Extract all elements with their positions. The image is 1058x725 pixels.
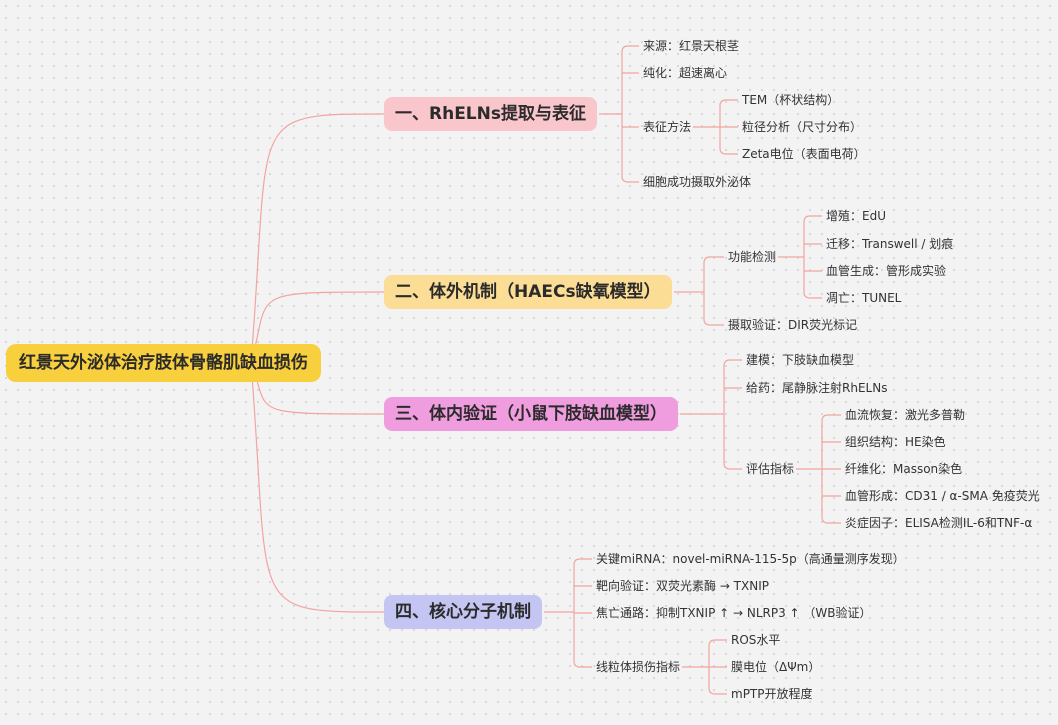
leaf-administration[interactable]: 给药：尾静脉注射RhELNs: [746, 381, 888, 395]
b2-func-tick-0: [803, 215, 822, 223]
leaf-function-assays[interactable]: 功能检测: [728, 250, 777, 264]
leaf-purification[interactable]: 纯化：超速离心: [643, 66, 728, 80]
b4-tick-3: [573, 660, 592, 668]
leaf-mitochondrial-damage[interactable]: 线粒体损伤指标: [596, 660, 681, 674]
b3-tick-2: [723, 462, 742, 470]
leaf-tissue-structure[interactable]: 组织结构：HE染色: [845, 435, 946, 449]
leaf-target-validation[interactable]: 靶向验证：双荧光素酶 → TXNIP: [596, 579, 769, 593]
leaf-modeling[interactable]: 建模：下肢缺血模型: [746, 353, 855, 367]
b3-tick-0: [723, 359, 742, 367]
leaf-source[interactable]: 来源：红景天根茎: [643, 39, 740, 53]
b2-tick-0: [703, 256, 724, 264]
b2-tick-1: [703, 318, 724, 326]
branch-node-3[interactable]: 三、体内验证（小鼠下肢缺血模型）: [384, 397, 678, 431]
leaf-angiogenesis[interactable]: 血管生成：管形成实验: [826, 264, 947, 278]
leaf-zeta-potential[interactable]: Zeta电位（表面电荷）: [742, 147, 866, 161]
leaf-tem[interactable]: TEM（杯状结构）: [742, 93, 840, 107]
leaf-migration[interactable]: 迁移：Transwell / 划痕: [826, 237, 954, 251]
leaf-mptp-opening[interactable]: mPTP开放程度: [731, 687, 813, 701]
leaf-evaluation-metrics[interactable]: 评估指标: [746, 462, 795, 476]
root-to-branch-2: [250, 291, 385, 364]
leaf-proliferation[interactable]: 增殖：EdU: [826, 209, 886, 223]
b1-methods-tick-2: [719, 147, 738, 155]
leaf-key-mirna[interactable]: 关键miRNA：novel-miRNA-115-5p（高通量测序发现）: [596, 552, 905, 566]
b3-eval-tick-0: [821, 414, 841, 422]
leaf-particle-size[interactable]: 粒径分析（尺寸分布）: [742, 120, 863, 134]
leaf-blood-flow[interactable]: 血流恢复：激光多普勒: [845, 408, 966, 422]
branch-node-2[interactable]: 二、体外机制（HAECs缺氧模型）: [384, 275, 672, 309]
branch-node-4[interactable]: 四、核心分子机制: [384, 595, 542, 629]
b4-mito-tick-2: [708, 687, 727, 695]
b2-func-tick-3: [803, 291, 822, 299]
leaf-uptake-validation[interactable]: 摄取验证：DIR荧光标记: [728, 318, 858, 332]
leaf-inflammation[interactable]: 炎症因子：ELISA检测IL-6和TNF-α: [845, 516, 1033, 530]
leaf-vessel-formation[interactable]: 血管形成：CD31 / α-SMA 免疫荧光: [845, 489, 1040, 503]
leaf-membrane-potential[interactable]: 膜电位（ΔΨm）: [731, 660, 821, 674]
b1-tick-0: [621, 45, 639, 53]
b4-mito-tick-0: [708, 639, 727, 647]
root-node[interactable]: 红景天外泌体治疗肢体骨骼肌缺血损伤: [6, 344, 321, 382]
leaf-cell-uptake[interactable]: 细胞成功摄取外泌体: [643, 175, 752, 189]
b1-methods-tick-0: [719, 99, 738, 107]
leaf-characterization-methods[interactable]: 表征方法: [643, 120, 692, 134]
root-to-branch-4: [250, 362, 385, 613]
leaf-apoptosis[interactable]: 凋亡：TUNEL: [826, 291, 902, 305]
b3-eval-tick-4: [821, 516, 841, 524]
root-to-branch-1: [250, 113, 385, 364]
leaf-ros-level[interactable]: ROS水平: [731, 633, 781, 647]
b1-tick-3: [621, 175, 639, 183]
branch-node-1[interactable]: 一、RhELNs提取与表征: [384, 97, 597, 131]
leaf-pyroptosis-pathway[interactable]: 焦亡通路：抑制TXNIP ↑ → NLRP3 ↑ （WB验证）: [596, 606, 872, 620]
b4-tick-0: [573, 558, 592, 566]
leaf-fibrosis[interactable]: 纤维化：Masson染色: [845, 462, 963, 476]
